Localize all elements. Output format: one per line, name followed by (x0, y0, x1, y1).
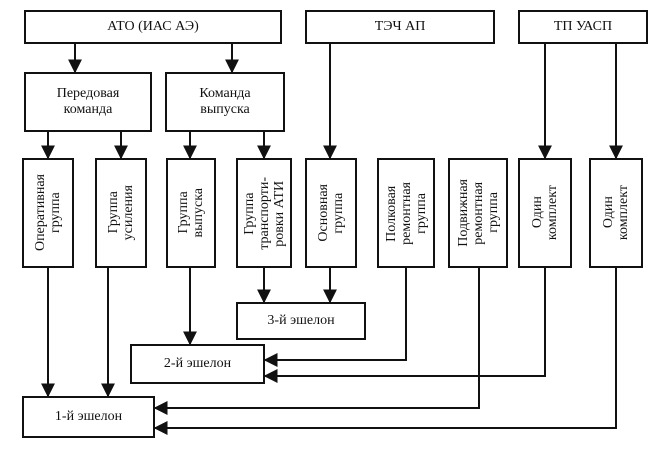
tech-box: ТЭЧ АП (305, 10, 495, 44)
regimental-group-label: Полковая ремонтная группа (383, 181, 429, 245)
tp-label: ТП УАСП (553, 19, 613, 34)
operative-group-label: Оперативная группа (33, 174, 63, 252)
release-group-label: Группа выпуска (176, 188, 206, 238)
tp-box: ТП УАСП (518, 10, 648, 44)
arrow-kit1-second (263, 268, 546, 383)
first-echelon-box: 1-й эшелон (22, 396, 155, 438)
forward-team-label: Передовая команда (56, 86, 120, 117)
first-echelon-label: 1-й эшелон (54, 409, 123, 424)
ato-label: АТО (ИАС АЭ) (107, 19, 199, 34)
arrow-kit2-first (153, 268, 617, 435)
operative-group-box: Оперативная группа (22, 158, 74, 268)
main-group-box: Основная группа (305, 158, 357, 268)
reinforcement-group-box: Группа усиления (95, 158, 147, 268)
reinforcement-group-label: Группа усиления (106, 185, 136, 241)
mobile-group-label: Подвижная ремонтная группа (455, 179, 501, 247)
kit1-label: Один комплект (530, 185, 560, 241)
kit1-box: Один комплект (518, 158, 572, 268)
second-echelon-box: 2-й эшелон (130, 344, 265, 384)
arrow-regimental-second (263, 268, 407, 367)
ato-box: АТО (ИАС АЭ) (24, 10, 282, 44)
arrow-mobile-first (153, 268, 480, 415)
forward-team-box: Передовая команда (24, 72, 152, 132)
release-group-box: Группа выпуска (166, 158, 216, 268)
kit2-box: Один комплект (589, 158, 643, 268)
regimental-group-box: Полковая ремонтная группа (377, 158, 435, 268)
transport-group-label: Группа транспорти- ровки АТИ (241, 176, 287, 250)
third-echelon-box: 3-й эшелон (236, 302, 366, 340)
release-team-label: Команда выпуска (199, 86, 251, 117)
main-group-label: Основная группа (316, 184, 346, 242)
kit2-label: Один комплект (601, 185, 631, 241)
second-echelon-label: 2-й эшелон (163, 356, 232, 371)
third-echelon-label: 3-й эшелон (267, 313, 335, 328)
transport-group-box: Группа транспорти- ровки АТИ (236, 158, 292, 268)
mobile-group-box: Подвижная ремонтная группа (448, 158, 508, 268)
release-team-box: Команда выпуска (165, 72, 285, 132)
tech-label: ТЭЧ АП (374, 19, 426, 34)
